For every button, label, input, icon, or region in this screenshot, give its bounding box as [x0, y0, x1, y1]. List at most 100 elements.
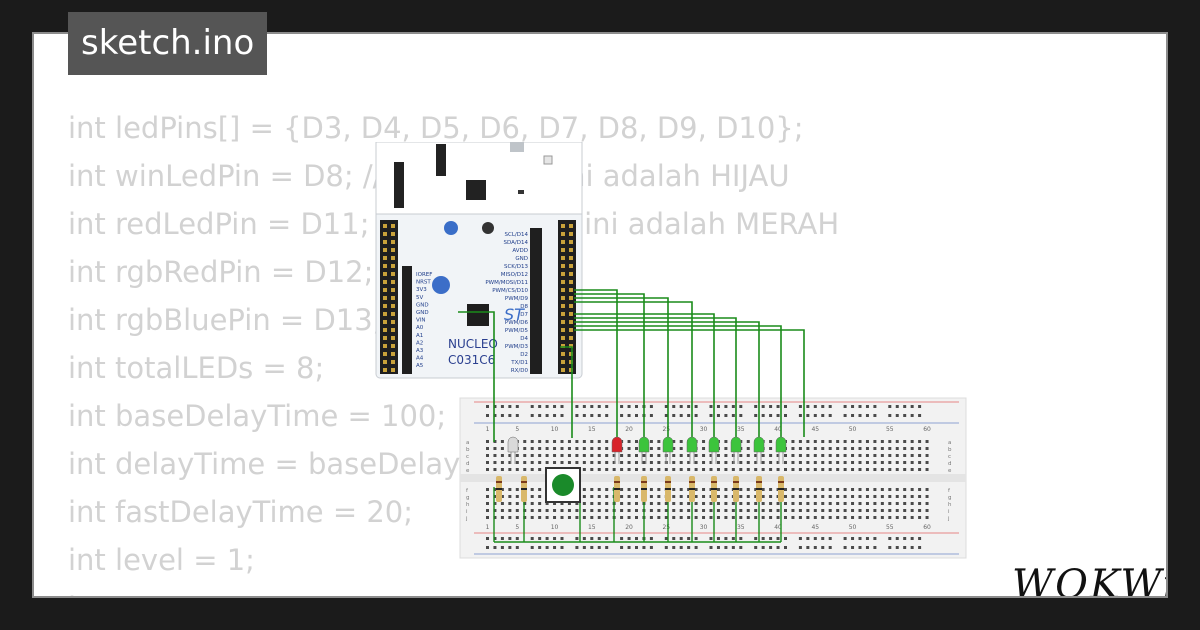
hole — [530, 447, 534, 450]
hole — [627, 546, 631, 549]
header-pin — [383, 368, 387, 372]
hole — [635, 516, 638, 519]
hole — [925, 488, 929, 491]
column-number: 25 — [662, 524, 670, 531]
hole — [828, 537, 832, 540]
hole — [754, 537, 758, 540]
resistor-band — [733, 481, 739, 483]
hole — [627, 440, 631, 443]
hole — [716, 414, 720, 417]
row-letter: d — [466, 461, 470, 467]
header-pin — [569, 232, 573, 236]
header-pin — [383, 328, 387, 332]
hole — [560, 405, 564, 408]
led[interactable] — [775, 436, 787, 453]
header-label: D4 — [520, 336, 528, 342]
header-pin — [383, 280, 387, 284]
hole — [865, 516, 869, 519]
header-label: NRST — [416, 280, 431, 286]
breadboard[interactable]: 1155101015152020252530303535404045455050… — [459, 397, 967, 559]
hole — [694, 509, 698, 512]
row-letter: j — [947, 516, 950, 522]
header-pin — [391, 264, 395, 268]
led[interactable] — [507, 436, 519, 453]
header-pin — [561, 304, 565, 308]
hole — [761, 509, 765, 512]
hole — [679, 414, 683, 417]
hole — [672, 495, 676, 498]
reset-button[interactable] — [482, 222, 494, 234]
resistor-band — [641, 488, 647, 490]
hole — [895, 495, 899, 498]
hole — [754, 414, 758, 417]
led[interactable] — [708, 436, 720, 453]
led[interactable] — [662, 436, 674, 453]
push-button[interactable] — [545, 467, 581, 503]
hole — [486, 509, 489, 512]
hole — [843, 440, 847, 443]
header-label: PWM/D6 — [505, 320, 529, 326]
hole — [709, 461, 713, 464]
hole — [903, 495, 907, 498]
led[interactable] — [638, 436, 650, 453]
header-pin — [391, 224, 395, 228]
hole — [635, 488, 638, 491]
nucleo-board[interactable]: ST NUCLEO C031C6 IOREFNRST3V35VGNDGNDVIN… — [375, 142, 583, 379]
hole — [739, 461, 743, 464]
hole — [709, 405, 713, 408]
hole — [508, 461, 512, 464]
hole — [627, 516, 631, 519]
hole — [776, 537, 780, 540]
row-letter: i — [466, 509, 468, 515]
hole — [538, 447, 542, 450]
hole — [895, 468, 899, 471]
hole — [843, 447, 847, 450]
led[interactable] — [730, 436, 742, 453]
header-pin — [569, 352, 573, 356]
hole — [657, 516, 661, 519]
hole — [486, 461, 489, 464]
hole — [784, 495, 787, 498]
hole — [553, 440, 557, 443]
hole — [649, 468, 653, 471]
hole — [791, 495, 795, 498]
led[interactable] — [686, 436, 698, 453]
header-pin — [383, 224, 387, 228]
code-line: int totalLEDs = 8; — [68, 351, 325, 385]
hole — [508, 502, 512, 505]
hole — [657, 502, 661, 505]
wire — [574, 297, 669, 437]
header-label: PWM/D9 — [505, 296, 529, 302]
hole — [836, 468, 840, 471]
hole — [836, 516, 840, 519]
hole — [776, 405, 780, 408]
code-line: int rgbBluePin = D13; — [68, 303, 383, 337]
hole — [515, 405, 519, 408]
hole — [620, 537, 624, 540]
hole — [731, 468, 735, 471]
header-pin — [561, 320, 565, 324]
user-button[interactable] — [444, 221, 458, 235]
header-pin — [383, 296, 387, 300]
led[interactable] — [753, 436, 765, 453]
hole — [746, 488, 750, 491]
hole — [858, 405, 862, 408]
hole — [694, 468, 698, 471]
hole — [880, 447, 884, 450]
hole — [769, 509, 773, 512]
hole — [679, 546, 683, 549]
led[interactable] — [611, 436, 623, 453]
hole — [806, 488, 810, 491]
hole — [545, 546, 549, 549]
header-pin — [561, 264, 565, 268]
hole — [784, 414, 787, 417]
hole — [761, 405, 765, 408]
hole — [761, 516, 765, 519]
hole — [858, 509, 862, 512]
hole — [560, 454, 564, 457]
resistor-band — [778, 488, 784, 490]
hole — [925, 468, 929, 471]
hole — [716, 461, 720, 464]
hole — [575, 440, 579, 443]
code-line: int level = 1; — [68, 543, 255, 577]
